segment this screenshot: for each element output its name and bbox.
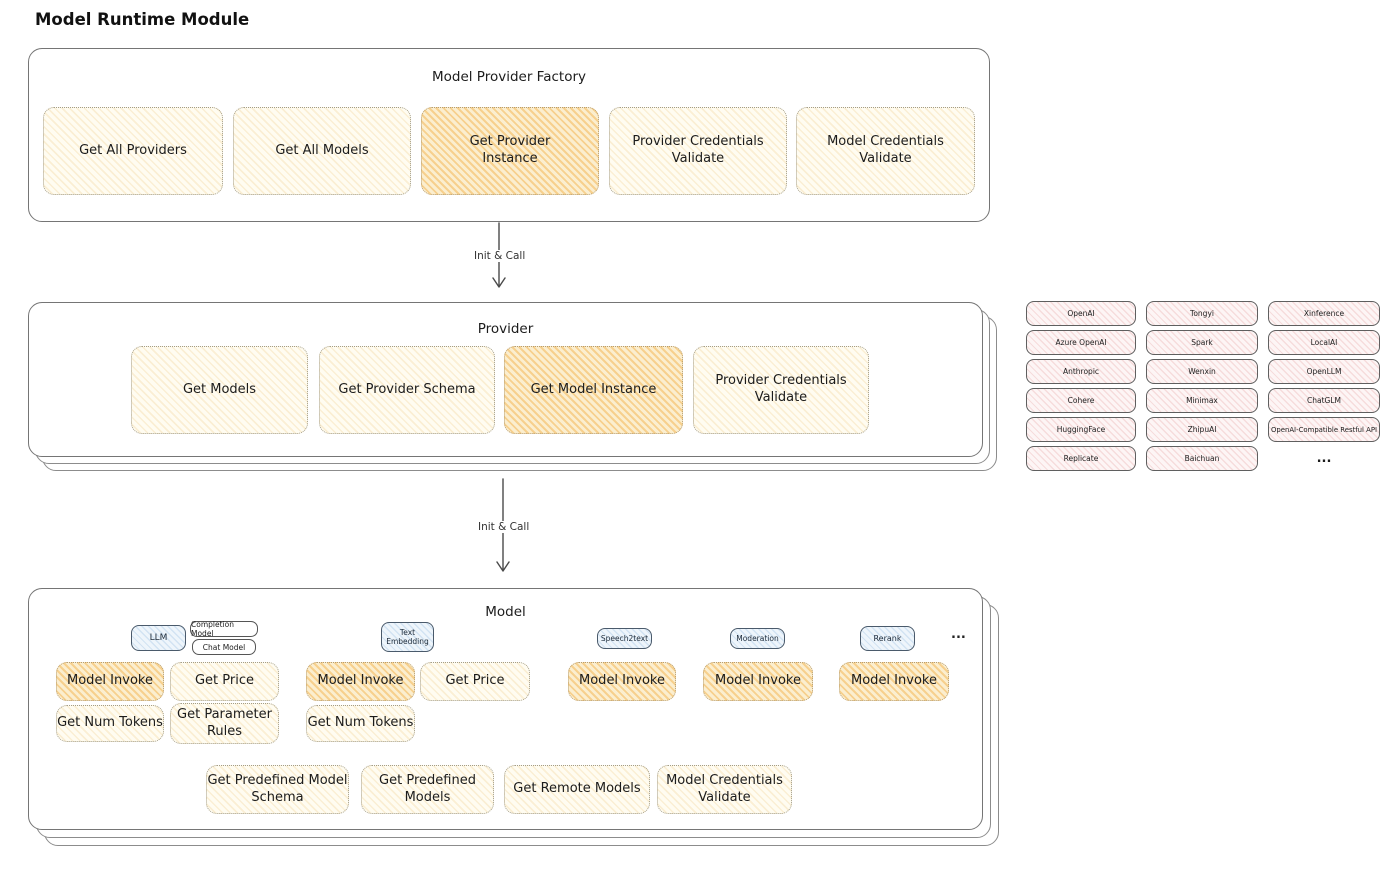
tag-llm: LLM (131, 625, 186, 651)
llm-get-num-tokens: Get Num Tokens (56, 705, 164, 742)
factory-get-all-models: Get All Models (233, 107, 411, 195)
provider-item-azure-openai: Azure OpenAI (1026, 330, 1136, 355)
embedding-get-num-tokens: Get Num Tokens (306, 705, 415, 742)
provider-get-model-instance: Get Model Instance (504, 346, 683, 434)
provider-item-spark: Spark (1146, 330, 1258, 355)
provider-item-minimax: Minimax (1146, 388, 1258, 413)
tag-rerank: Rerank (860, 626, 915, 651)
provider-get-provider-schema: Get Provider Schema (319, 346, 495, 434)
provider-item-chatglm: ChatGLM (1268, 388, 1380, 413)
provider-item-openai-compatible: OpenAI-Compatible Restful API (1268, 417, 1380, 442)
init-call-label-1: Init & Call (469, 250, 531, 262)
factory-get-all-providers: Get All Providers (43, 107, 223, 195)
factory-title: Model Provider Factory (431, 69, 586, 85)
init-call-label-2: Init & Call (473, 521, 535, 533)
provider-item-replicate: Replicate (1026, 446, 1136, 471)
llm-get-parameter-rules: Get Parameter Rules (170, 703, 279, 744)
get-remote-models: Get Remote Models (504, 765, 650, 814)
model-box: Model LLM Completion Model Chat Model Te… (28, 588, 983, 830)
embedding-model-invoke: Model Invoke (306, 662, 415, 701)
tag-text-embedding: Text Embedding (381, 622, 434, 652)
provider-item-baichuan: Baichuan (1146, 446, 1258, 471)
tags-more-ellipsis: ... (951, 627, 966, 642)
providers-grid: OpenAI Tongyi Xinference Azure OpenAI Sp… (1026, 301, 1380, 471)
provider-item-wenxin: Wenxin (1146, 359, 1258, 384)
tag-completion-model: Completion Model (190, 620, 258, 638)
tag-chat-model: Chat Model (192, 639, 256, 655)
get-predefined-model-schema: Get Predefined Model Schema (206, 765, 349, 814)
get-predefined-models: Get Predefined Models (361, 765, 494, 814)
moderation-model-invoke: Model Invoke (703, 662, 813, 701)
provider-box: Provider Get Models Get Provider Schema … (28, 302, 983, 457)
provider-get-models: Get Models (131, 346, 308, 434)
llm-get-price: Get Price (170, 662, 279, 701)
provider-title: Provider (477, 321, 534, 337)
factory-model-credentials-validate: Model Credentials Validate (796, 107, 975, 195)
model-title: Model (485, 604, 526, 620)
provider-item-cohere: Cohere (1026, 388, 1136, 413)
provider-item-openai: OpenAI (1026, 301, 1136, 326)
tag-moderation: Moderation (730, 628, 785, 649)
provider-item-openllm: OpenLLM (1268, 359, 1380, 384)
rerank-model-invoke: Model Invoke (839, 662, 949, 701)
model-credentials-validate: Model Credentials Validate (657, 765, 792, 814)
providers-more-ellipsis: ... (1316, 451, 1332, 466)
factory-provider-credentials-validate: Provider Credentials Validate (609, 107, 787, 195)
embedding-get-price: Get Price (420, 662, 530, 701)
tag-speech2text: Speech2text (597, 628, 652, 649)
speech2text-model-invoke: Model Invoke (568, 662, 676, 701)
llm-model-invoke: Model Invoke (56, 662, 164, 701)
provider-item-huggingface: HuggingFace (1026, 417, 1136, 442)
provider-item-xinference: Xinference (1268, 301, 1380, 326)
factory-get-provider-instance: Get Provider Instance (421, 107, 599, 195)
provider-item-zhipuai: ZhipuAI (1146, 417, 1258, 442)
provider-item-tongyi: Tongyi (1146, 301, 1258, 326)
provider-item-localai: LocalAI (1268, 330, 1380, 355)
provider-item-anthropic: Anthropic (1026, 359, 1136, 384)
page-title: Model Runtime Module (35, 10, 250, 29)
provider-credentials-validate: Provider Credentials Validate (693, 346, 869, 434)
factory-box: Model Provider Factory Get All Providers… (28, 48, 990, 222)
